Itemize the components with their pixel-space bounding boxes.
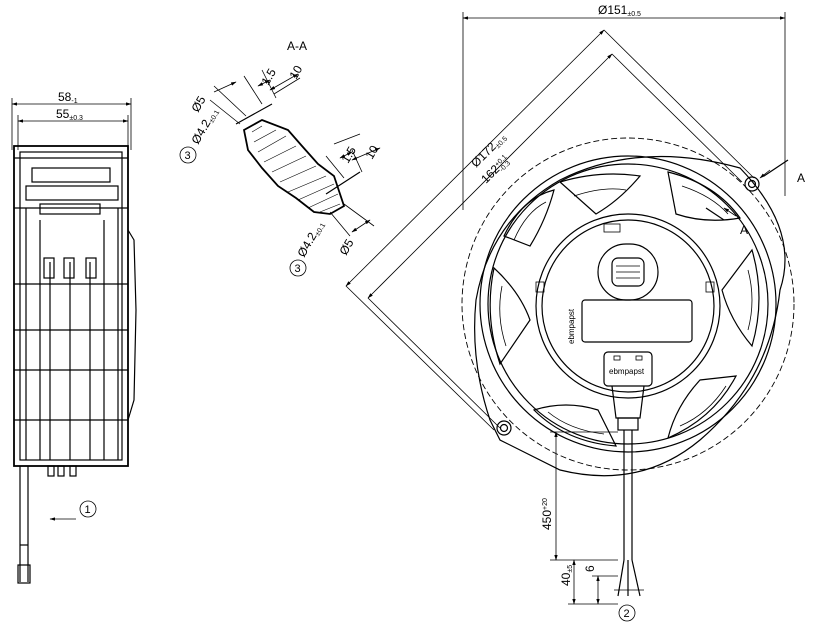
mounting-hole-bottom-left (496, 420, 512, 436)
front-view: Ø151±0.5 Ø172±0.5 162+0.1-0.3 (345, 3, 805, 622)
impeller-blades (489, 171, 760, 447)
upper-dia-a-label: Ø5 (188, 93, 208, 114)
end-length-label: 6 (583, 565, 597, 572)
callout-1-circle (79, 500, 97, 518)
callout-3-upper-circle (179, 146, 197, 164)
section-title: A-A (287, 39, 307, 53)
fan-housing-side (13, 145, 129, 467)
lower-dia-a-label: Ø5 (336, 236, 356, 257)
callout-2-circle (618, 604, 636, 622)
mounting-flange (474, 155, 786, 477)
side-view: 58-1 55±0.3 (11, 90, 137, 584)
motor-hub (535, 213, 721, 399)
cable-length-label: 450+20 (540, 498, 554, 530)
lower-dia-b-label: Ø4.2±0.1 (294, 218, 327, 260)
section-marker-a-top: A (797, 171, 805, 185)
outer-housing-circle (461, 137, 795, 471)
upper-dim-large-label: 10 (286, 63, 305, 82)
dia-outer-label: Ø151±0.5 (598, 3, 641, 18)
section-profile (242, 119, 346, 215)
diag-dimension-line (367, 53, 613, 299)
callout-2-label: 2 (624, 608, 630, 620)
cable-connector (603, 351, 653, 387)
connector-brand-text: ebmpapst (609, 367, 645, 376)
section-marker-a-bottom: A (740, 223, 748, 237)
side-width-outer-label: 58-1 (58, 90, 78, 105)
callout-1-label: 1 (85, 504, 91, 516)
section-view: A-A Ø5 Ø4.2±0.1 1.5 10 (179, 39, 381, 277)
side-width-inner-label: 55±0.3 (56, 107, 83, 122)
hub-brand-text: ebmpapst (567, 308, 576, 344)
callout-3-lower-label: 3 (295, 263, 301, 275)
lower-dim-small-label: 1.5 (338, 144, 359, 166)
callout-3-lower-circle (289, 259, 307, 277)
callout-3-upper-label: 3 (185, 150, 191, 162)
hub-label-plate (581, 299, 693, 343)
strip-length-label: 40±5 (559, 565, 574, 586)
lower-dim-large-label: 10 (362, 143, 381, 162)
mounting-hole-top-right (744, 176, 760, 192)
